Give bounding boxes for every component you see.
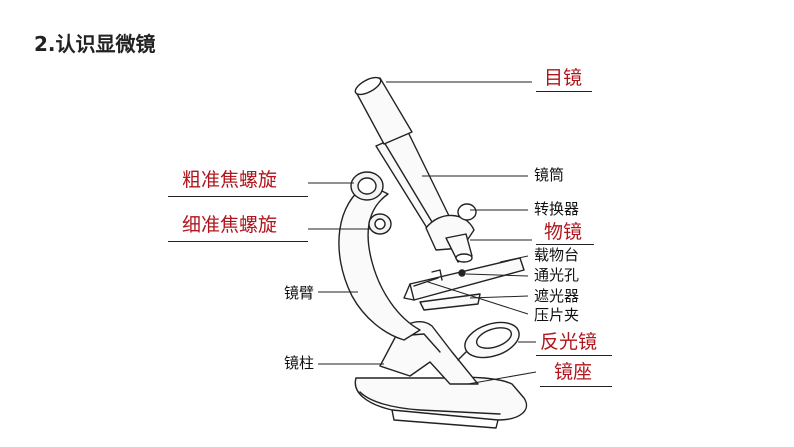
underline-objective: [536, 244, 594, 245]
page-title: 2.认识显微镜: [34, 32, 156, 56]
stage-shape: [409, 257, 525, 301]
underline-coarse-focus: [168, 196, 308, 197]
label-fine-focus: 细准焦螺旋: [182, 214, 278, 236]
label-aperture: 通光孔: [534, 266, 580, 284]
label-pillar: 镜柱: [284, 354, 315, 372]
base-shape: [354, 376, 528, 421]
underline-fine-focus: [168, 241, 308, 242]
label-clip: 压片夹: [534, 306, 580, 324]
label-stage: 载物台: [534, 246, 580, 264]
label-eyepiece: 目镜: [544, 67, 583, 89]
label-coarse-focus: 粗准焦螺旋: [182, 169, 278, 191]
diaphragm-shape: [419, 293, 481, 311]
label-mirror: 反光镜: [540, 331, 598, 353]
label-tube: 镜筒: [534, 166, 565, 184]
arm-shape: [338, 183, 421, 341]
label-base: 镜座: [554, 361, 593, 383]
underline-base: [540, 386, 612, 387]
clip-shape: [413, 269, 443, 287]
underline-eyepiece: [536, 91, 592, 92]
label-objective: 物镜: [544, 221, 583, 243]
underline-mirror: [536, 355, 612, 356]
label-nosepiece: 转换器: [534, 200, 580, 218]
label-arm: 镜臂: [284, 284, 315, 302]
label-diaphragm: 遮光器: [534, 287, 580, 305]
